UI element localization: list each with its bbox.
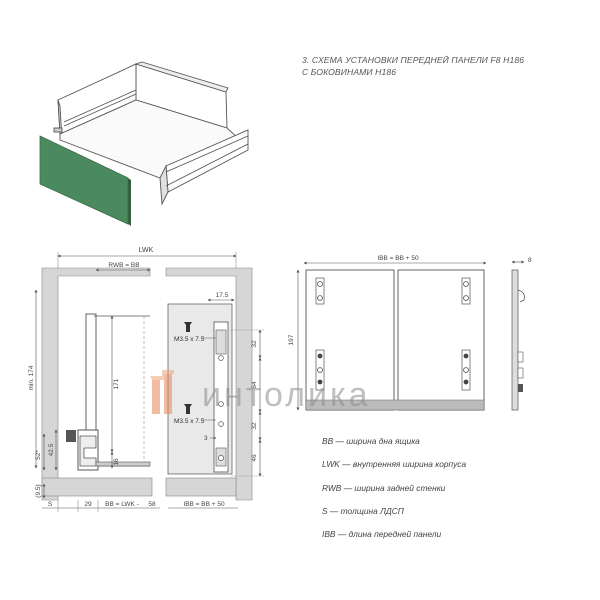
front-panel-view: 17.5 M3.5 x 7.5 M3.5 x 7.5 32 64 32 46 3… (165, 267, 264, 509)
dim-min174: min. 174 (28, 365, 35, 390)
dim-8: 8 (528, 257, 532, 264)
dim-58: 58 (148, 501, 156, 508)
watermark: интолика (150, 370, 370, 414)
dim-ibb-bottom: IBB = BB + 50 (183, 501, 225, 508)
dim-52: 52* (35, 450, 42, 460)
dim-42-5: 42.5 (48, 443, 55, 456)
dim-9-5: (9.5) (35, 484, 42, 497)
dim-ibb-top: IBB = BB + 50 (377, 255, 419, 262)
dim-bb-formula: BB = LWK - (105, 501, 139, 508)
panel-side-profile: 8 (511, 257, 532, 411)
dim-lwk: LWK (139, 247, 154, 254)
dim-171: 171 (113, 378, 120, 389)
dim-197: 197 (288, 334, 295, 345)
drawer-isometric (53, 61, 249, 206)
title-line-1: 3. СХЕМА УСТАНОВКИ ПЕРЕДНЕЙ ПАНЕЛИ F8 H1… (302, 55, 525, 65)
dim-s: S (48, 501, 53, 508)
dim-3: 3 (204, 435, 208, 442)
legend-item-lwk: LWK — внутренняя ширина корпуса (322, 459, 467, 470)
dim-64: 64 (251, 381, 258, 389)
diagram-title: 3. СХЕМА УСТАНОВКИ ПЕРЕДНЕЙ ПАНЕЛИ F8 H1… (302, 54, 524, 78)
legend: BB — ширина дна ящика LWK — внутренняя ш… (322, 436, 466, 552)
screw-label-top: M3.5 x 7.5 (174, 336, 205, 343)
front-panel-elevation: IBB = BB + 50 197 (288, 255, 487, 411)
watermark-logo-icon (150, 370, 174, 414)
dim-rwb: RWB = BB (108, 262, 139, 269)
legend-item-rwb: RWB — ширина задней стенки (322, 482, 446, 493)
dim-29: 29 (84, 501, 92, 508)
screw-label-bottom: M3.5 x 7.5 (174, 418, 205, 425)
dim-32-bottom: 32 (251, 422, 258, 430)
section-side-view: LWK RWB = BB min. 174 52* 42.5 (9.5) 171… (28, 247, 237, 512)
watermark-text: интолика (202, 376, 370, 414)
legend-item-bb: BB — ширина дна ящика (322, 436, 420, 446)
dim-16: 16 (113, 458, 120, 466)
dim-17-5: 17.5 (216, 292, 229, 299)
dim-46: 46 (251, 454, 258, 462)
title-line-2: С БОКОВИНАМИ H186 (302, 67, 397, 77)
legend-item-ibb: IBB — длина передней панели (322, 529, 442, 540)
legend-item-s: S — толщина ЛДСП (322, 505, 404, 516)
dim-32-top: 32 (251, 340, 258, 348)
